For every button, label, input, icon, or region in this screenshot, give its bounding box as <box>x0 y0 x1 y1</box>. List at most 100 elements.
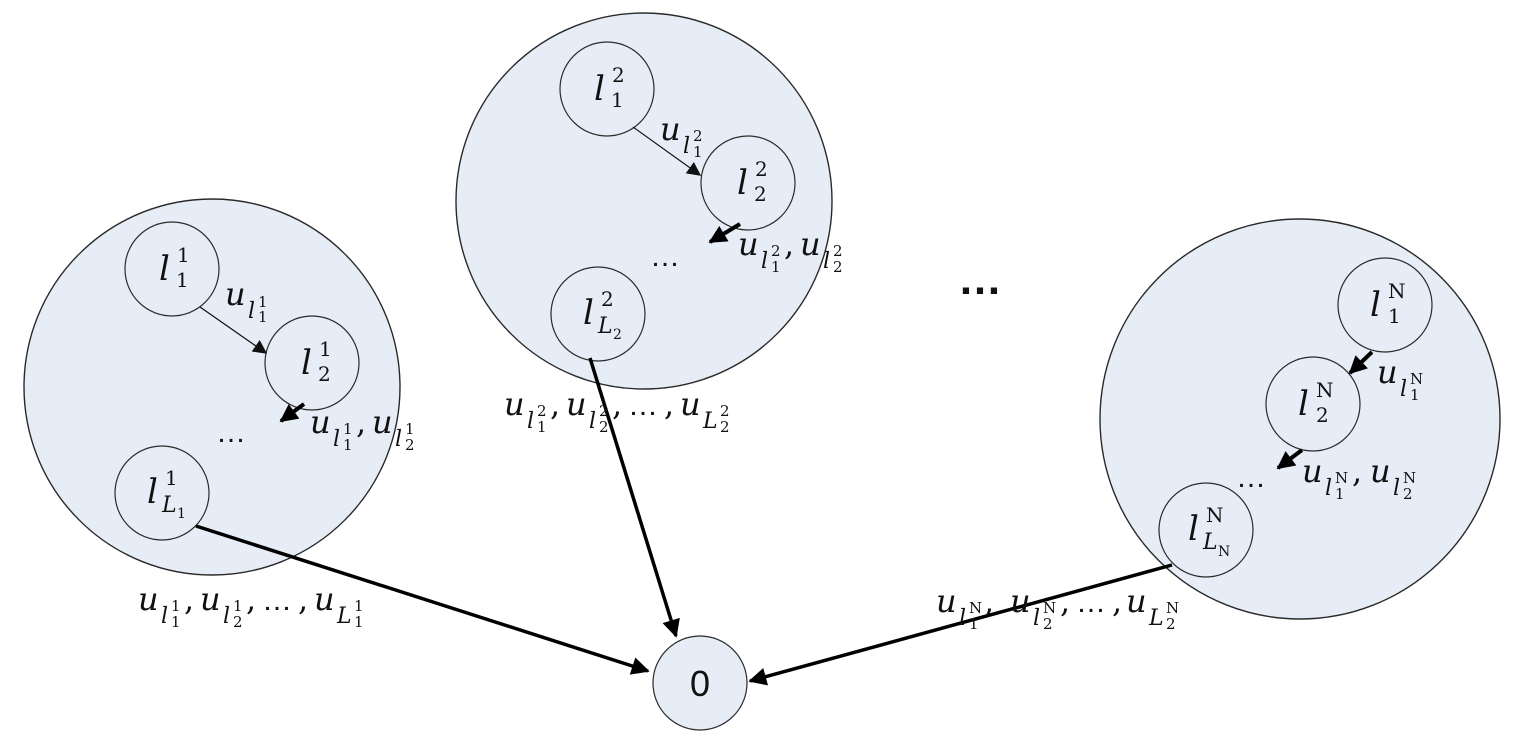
svg-text:2: 2 <box>1043 615 1053 633</box>
node-base: l <box>159 249 170 289</box>
cluster-2-boundary <box>455 12 833 390</box>
svg-text:N: N <box>1218 544 1230 560</box>
svg-text:1: 1 <box>1388 304 1401 328</box>
svg-text:,: , <box>298 580 308 618</box>
svg-text:…: … <box>628 389 658 422</box>
svg-text:l: l <box>683 134 690 159</box>
svg-text:…: … <box>1076 586 1106 619</box>
cluster-N-edge-1-2 <box>1348 350 1374 375</box>
edge-cluster-N-to-sink <box>748 563 1173 686</box>
cluster-2-edge-label-2: u l 2 1 , u l 2 2 <box>738 225 843 276</box>
svg-text:,: , <box>1352 452 1362 490</box>
svg-text:,: , <box>356 403 366 441</box>
svg-text:2: 2 <box>720 418 730 436</box>
node-sup: 1 <box>165 466 178 490</box>
svg-text:l: l <box>737 163 748 203</box>
svg-text:l: l <box>161 604 168 629</box>
svg-text:1: 1 <box>1410 386 1420 404</box>
svg-text:N: N <box>1403 469 1416 487</box>
cluster-N: l N 1 l N 2 l N L N … u l N 1 u l <box>1099 218 1501 620</box>
svg-text:1: 1 <box>969 615 979 633</box>
svg-text:2: 2 <box>720 402 730 420</box>
svg-text:u: u <box>936 582 957 620</box>
svg-text:l: l <box>589 409 596 434</box>
svg-text:,: , <box>784 225 794 263</box>
svg-text:2: 2 <box>1166 615 1176 633</box>
cluster-N-edge-label-1: u l N 1 <box>1377 353 1423 404</box>
svg-text:2: 2 <box>1316 403 1329 427</box>
svg-text:2: 2 <box>613 327 622 343</box>
svg-text:1: 1 <box>258 293 268 311</box>
svg-text:N: N <box>969 599 982 617</box>
svg-text:1: 1 <box>171 597 181 615</box>
svg-text:,: , <box>612 385 622 423</box>
cluster-1-edge-label-2: u l 1 1 , u l 1 2 <box>310 403 415 454</box>
svg-text:l: l <box>959 606 966 631</box>
svg-text:l: l <box>761 249 768 274</box>
svg-text:l: l <box>1370 285 1381 325</box>
svg-text:u: u <box>200 580 221 618</box>
svg-text:u: u <box>660 110 681 148</box>
cluster-2-inner-ellipsis: … <box>650 240 680 273</box>
svg-text:l: l <box>395 427 402 452</box>
svg-text:1: 1 <box>354 597 364 615</box>
svg-text:,: , <box>1060 582 1070 620</box>
svg-text:l: l <box>1393 476 1400 501</box>
svg-text:,: , <box>184 580 194 618</box>
svg-text:l: l <box>1325 476 1332 501</box>
node-sup: 1 <box>319 337 332 361</box>
svg-text:l: l <box>527 409 534 434</box>
svg-text:l: l <box>1298 384 1309 424</box>
svg-text:u: u <box>1302 452 1323 490</box>
cluster-2-node-last: l 2 L 2 <box>550 266 646 362</box>
svg-text:L: L <box>597 314 613 339</box>
svg-text:N: N <box>1206 503 1224 527</box>
svg-text:2: 2 <box>405 436 415 454</box>
svg-text:1: 1 <box>258 308 268 326</box>
cluster-2-edge-2-dots <box>708 222 742 244</box>
svg-text:2: 2 <box>601 287 614 311</box>
svg-text:N: N <box>1335 469 1348 487</box>
cluster-N-node-last: l N L N <box>1158 482 1254 578</box>
svg-text:1: 1 <box>233 597 243 615</box>
sink-edge-label-cluster-N: u l N 1 , u l N 2 , … , u L N 2 <box>936 582 1179 633</box>
svg-text:u: u <box>680 385 701 423</box>
svg-text:u: u <box>138 580 159 618</box>
svg-text:2: 2 <box>599 402 609 420</box>
svg-text:L: L <box>336 604 352 629</box>
sink-label: 0 <box>690 663 710 704</box>
svg-text:u: u <box>225 275 246 313</box>
node-subsub: 1 <box>177 506 186 522</box>
svg-text:1: 1 <box>405 420 415 438</box>
sink-node: 0 <box>652 635 748 731</box>
svg-text:N: N <box>1166 599 1179 617</box>
cluster-N-edge-2-dots <box>1276 448 1304 470</box>
sink-edge-label-cluster-1: u l 1 1 , u l 1 2 , … , u L 1 1 <box>138 580 364 631</box>
svg-text:N: N <box>1043 599 1056 617</box>
svg-text:u: u <box>310 403 331 441</box>
svg-text:2: 2 <box>754 182 767 206</box>
cluster-1-inner-ellipsis: … <box>216 416 246 449</box>
svg-text:l: l <box>583 293 594 333</box>
node-sub: L <box>161 493 177 518</box>
svg-text:2: 2 <box>833 242 843 260</box>
svg-text:2: 2 <box>771 242 781 260</box>
cluster-N-node-1: l N 1 <box>1337 257 1433 353</box>
svg-text:l: l <box>333 427 340 452</box>
svg-text:u: u <box>800 225 821 263</box>
edge-cluster-1-to-sink <box>195 524 650 675</box>
svg-text:1: 1 <box>354 613 364 631</box>
svg-text:,: , <box>550 385 560 423</box>
sink-edge-label-cluster-2: u l 2 1 , u l 2 2 , … , u L 2 2 <box>504 385 730 436</box>
svg-text:1: 1 <box>343 420 353 438</box>
cluster-1-edge-label-1: u l 1 1 <box>225 275 268 326</box>
svg-text:1: 1 <box>771 258 781 276</box>
node-sub: 1 <box>176 268 189 292</box>
cluster-2-node-1: l 2 1 <box>559 41 655 137</box>
node-sup: 1 <box>177 243 190 267</box>
svg-text:u: u <box>1377 353 1398 391</box>
cluster-1: l 1 1 l 1 2 l 1 L 1 … u l 1 1 <box>23 198 415 576</box>
cluster-2-node-2: l 2 2 <box>700 135 796 231</box>
edge-cluster-2-to-sink <box>588 357 680 638</box>
